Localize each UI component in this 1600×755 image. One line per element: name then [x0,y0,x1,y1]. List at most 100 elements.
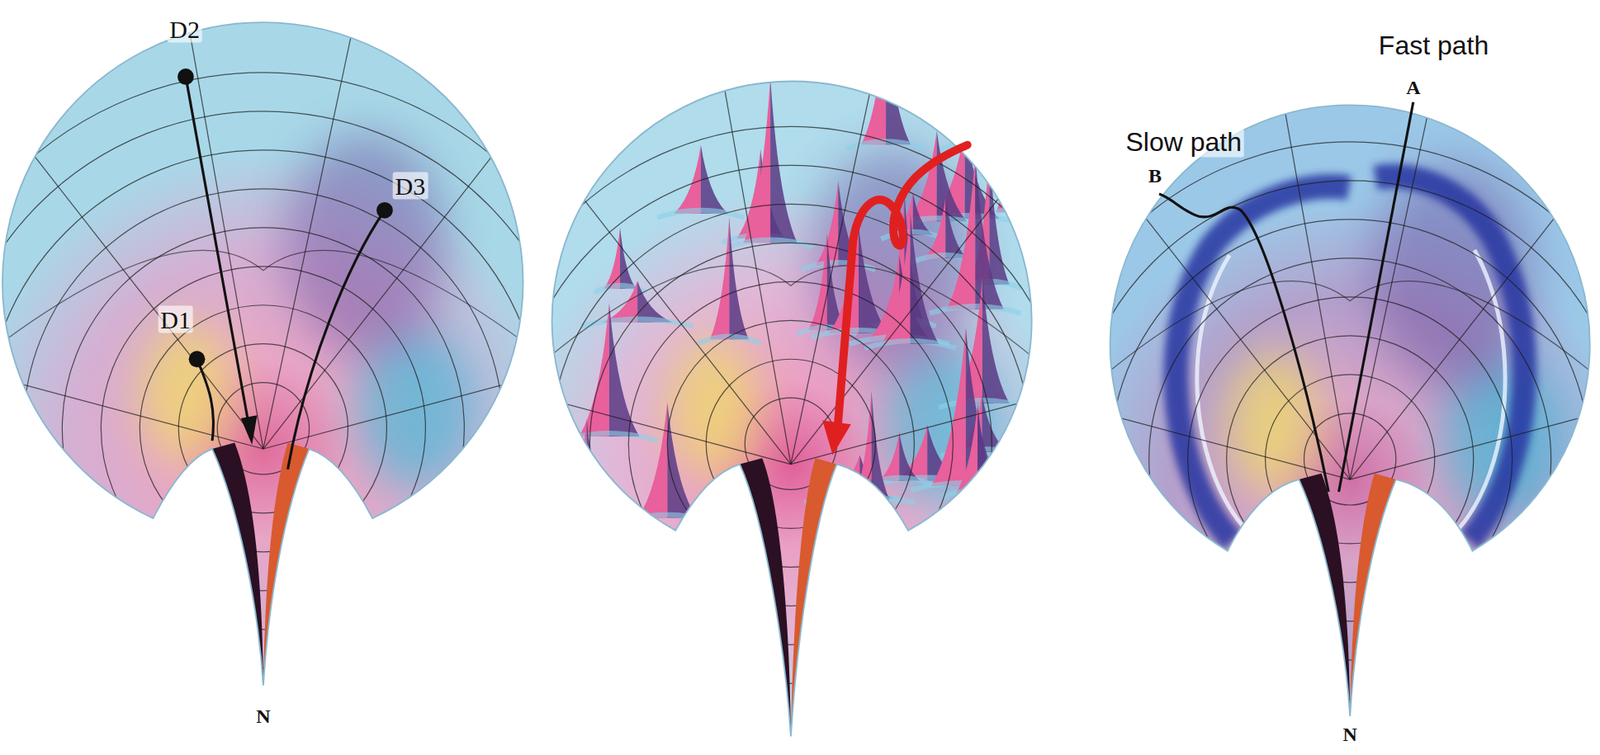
radial-line [1349,294,1600,480]
radial-line [350,0,791,465]
contour-line [1149,258,1552,661]
ridge-shadow [945,197,966,259]
contour-line [705,359,876,529]
contour-line [0,72,620,755]
start-dot [189,350,206,368]
contour-line [178,344,348,514]
state-label: D1 [157,305,194,333]
ridge-light [924,197,946,259]
latitude-line [530,265,1051,373]
contour-line [667,320,914,568]
ridge-shadow [975,154,1004,310]
ridge-shadow [976,55,999,145]
ridge-base [942,490,1014,498]
contour-line [100,266,426,592]
trajectory-line [288,210,385,470]
contour-line [550,203,1031,684]
start-dot [376,202,393,219]
ridge-light [861,13,886,145]
latitude-line [1089,281,1600,389]
radial-line [100,279,791,465]
ridge-base [587,120,651,128]
ridge-shadow [619,0,640,124]
ridge-base [864,340,957,349]
contour-line [1188,297,1513,622]
ridge-base [556,495,618,503]
ridge-light [954,55,977,145]
rugged-path [822,145,968,456]
contour-line [589,242,992,645]
contour-line [23,189,503,669]
contour-line [1265,374,1435,545]
funnel-rim [1110,104,1591,716]
radial-line [1226,0,1350,480]
trajectories [177,68,393,470]
radial-line [1349,0,1499,480]
contour-line [0,150,542,708]
arrow-head [241,415,258,445]
radial-line [139,0,264,450]
ridge-light [673,145,701,214]
arrow-head [822,420,852,455]
ridge-shadow [770,77,797,243]
fast-slow-paths [1159,102,1414,493]
energy-funnel [100,0,1481,755]
radial-line [659,294,1350,480]
energy-funnel [659,0,1600,755]
path-letter: A [1403,76,1423,99]
radial-line [667,0,791,465]
ridge-base [560,433,658,441]
ridge-light [604,227,621,289]
ridge-light [808,233,828,331]
contour-line [0,111,581,747]
ridge-shadow [982,277,1010,404]
ridge-shadow [667,402,697,518]
funnel-shading [659,0,1600,755]
trajectory-line [1159,194,1329,493]
trap-channel [1375,175,1525,541]
ridge-shadow [1013,87,1032,213]
ridge-shadow [871,390,890,500]
ridge-base [620,515,715,523]
contour-line [1110,219,1591,700]
ridge-shadow [885,13,911,145]
trajectory-line [185,76,248,422]
ridge-light [600,0,621,124]
radial-line [910,0,1351,480]
funnel-rim [552,80,1032,737]
ridge-base [842,497,901,505]
ridge-shadow [620,227,636,289]
latitude-line [0,250,545,357]
path-label: Slow path [1122,127,1245,157]
state-label: D3 [392,171,429,199]
ridge-shadow [728,217,749,340]
radial-line [263,0,412,450]
funnel-surface [552,80,1032,737]
ridge-light [956,402,978,493]
ridge-shadow [982,395,1009,453]
ridge-light [638,402,668,518]
native-label: N [1340,724,1360,746]
contour-line [1226,336,1474,583]
funnel-surface [1110,104,1591,716]
ridge-shadow [899,432,920,482]
native-label: N [253,705,273,727]
funnel-neck-light [1349,473,1397,717]
trajectory-line [837,145,968,427]
contour-line [1032,142,1600,755]
funnel-rim [2,22,523,687]
ridge-shadow [977,402,999,493]
path-letter: B [1145,164,1165,186]
contour-line [511,165,1070,723]
ridge-light [996,87,1014,213]
ridge-base [697,336,761,345]
contour-line [628,281,953,606]
contour-line [61,227,464,630]
radial-line [790,0,940,465]
funnel-neck-light [263,443,310,687]
contour-line [473,126,1108,755]
funnel-neck-dark [1298,473,1350,717]
ridge-light [710,217,730,340]
